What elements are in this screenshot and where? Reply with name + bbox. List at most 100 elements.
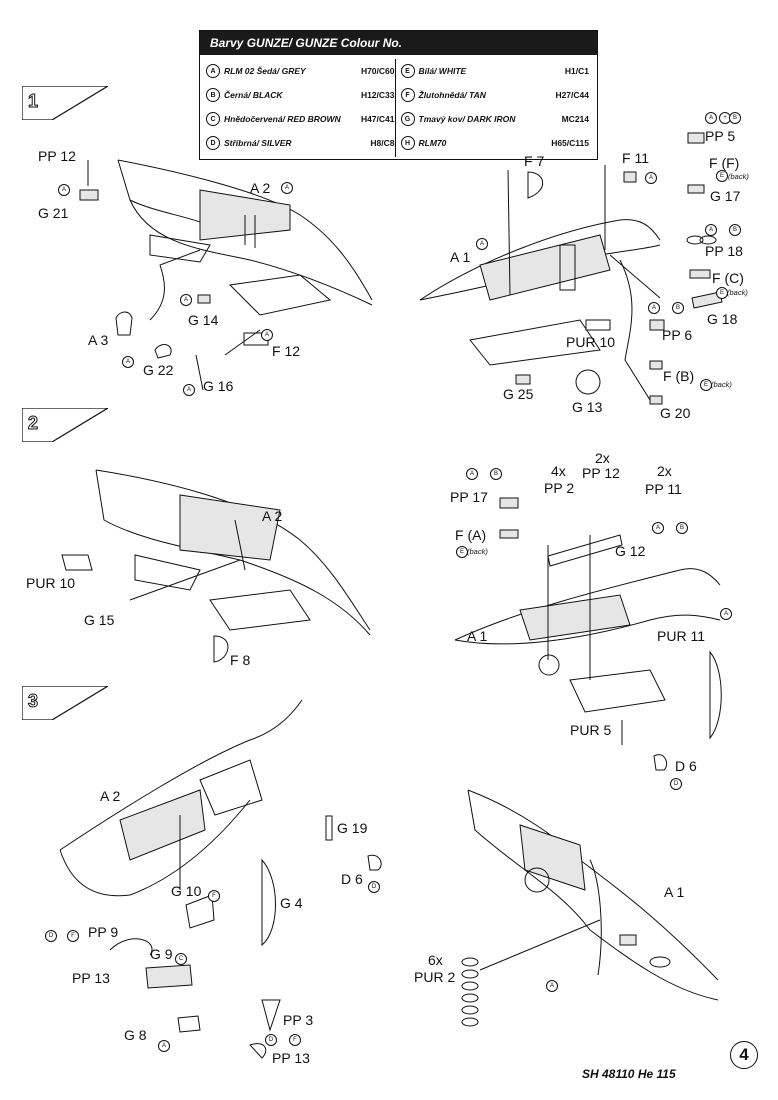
paint-drop-icon: E (456, 546, 468, 558)
paint-drop-icon: B (729, 112, 741, 124)
callout-pur5: PUR 5 (570, 722, 612, 738)
paint-drop-icon: E (716, 287, 728, 299)
paint-drop-icon: C (175, 953, 187, 965)
callout-g13: G 13 (572, 399, 603, 415)
paint-drop-icon: E (700, 379, 712, 391)
callout-g15: G 15 (84, 612, 115, 628)
colour-code: H47/C41 (360, 114, 395, 124)
paint-drop-icon: A (58, 184, 70, 196)
paint-drop-icon: A (466, 468, 478, 480)
paint-drop-icon: D (206, 136, 220, 150)
paint-drop-icon: A (652, 522, 664, 534)
callout-pp3: PP 3 (283, 1012, 314, 1028)
paint-drop-icon: B (206, 88, 220, 102)
callout-back: (back) (727, 288, 748, 297)
colour-code: H65/C115 (551, 138, 589, 148)
colour-code: H70/C60 (360, 66, 395, 76)
callout-g22: G 22 (143, 362, 174, 378)
colour-name: RLM70 (418, 138, 447, 148)
callout-a2: A 2 (262, 508, 283, 524)
paint-drop-icon: A (183, 384, 195, 396)
paint-drop-icon: G (400, 112, 415, 126)
paint-drop-icon: E (400, 64, 415, 78)
callout-f12: F 12 (272, 343, 301, 359)
legend-divider (395, 59, 396, 157)
callout-pur10: PUR 10 (26, 575, 76, 591)
legend-row: C Hnědočervená/ RED BROWN H47/C41 (206, 107, 397, 131)
colour-code: H1/C1 (564, 66, 589, 76)
callout-pp6: PP 6 (662, 327, 693, 343)
colour-name: Tmavý kov/ DARK IRON (418, 114, 516, 124)
fuselage-part-a1-step1 (419, 132, 723, 405)
colour-name: Žlutohnědá/ TAN (418, 90, 486, 100)
callout-a3: A 3 (88, 332, 109, 348)
paint-drop-icon: A (180, 294, 192, 306)
callout-g19: G 19 (337, 820, 368, 836)
paint-drop-icon: A (720, 608, 732, 620)
colour-name: Hnědočervená/ RED BROWN (224, 114, 341, 124)
colour-code: H27/C44 (555, 90, 589, 100)
paint-drop-icon: A (705, 112, 717, 124)
callout-pp13: PP 13 (72, 970, 110, 986)
callout-f7: F 7 (524, 153, 545, 169)
callout-a2: A 2 (100, 788, 121, 804)
callout-2x: 2x (595, 450, 610, 466)
paint-drop-icon: F (67, 930, 79, 942)
paint-drop-icon: A (476, 238, 488, 250)
callout-back: (back) (728, 172, 749, 181)
callout-g16: G 16 (203, 378, 234, 394)
fuselage-part-a2-step1 (79, 159, 373, 391)
callout-pp13: PP 13 (272, 1050, 310, 1066)
paint-drop-icon: A (122, 356, 134, 368)
callout-g9: G 9 (150, 946, 173, 962)
callout-back: (back) (467, 547, 488, 556)
callout-a1: A 1 (450, 249, 471, 265)
step-marker-1: 1 (22, 86, 108, 120)
step-number: 3 (27, 691, 39, 712)
callout-d6: D 6 (341, 871, 363, 887)
paint-drop-icon: A (281, 182, 293, 194)
fuselage-part-a2-step2 (61, 469, 371, 663)
callout-a1: A 1 (664, 884, 685, 900)
kit-code: SH 48110 He 115 (582, 1067, 676, 1081)
colour-name: Stříbrná/ SILVER (224, 138, 292, 148)
callout-pp11: PP 11 (645, 481, 682, 497)
page-number: 4 (730, 1041, 758, 1069)
callout-f8: F 8 (230, 652, 251, 668)
paint-drop-icon: B (672, 302, 684, 314)
callout-g14: G 14 (188, 312, 219, 328)
paint-drop-icon: D (670, 778, 682, 790)
paint-drop-icon: B (729, 224, 741, 236)
callout-fc: F (C) (712, 270, 744, 286)
callout-g12: G 12 (615, 543, 646, 559)
callout-pp12: PP 12 (582, 465, 620, 481)
paint-drop-icon: C (206, 112, 220, 126)
callout-4x: 4x (551, 463, 566, 479)
paint-drop-icon: A (546, 980, 558, 992)
colour-code: H12/C33 (360, 90, 395, 100)
step-marker-3: 3 (22, 686, 108, 720)
callout-g4: G 4 (280, 895, 303, 911)
paint-drop-icon: D (45, 930, 57, 942)
paint-drop-icon: A (206, 64, 220, 78)
callout-pp12: PP 12 (38, 148, 76, 164)
fuselage-part-a1-step2 (454, 497, 722, 771)
paint-drop-icon: F (400, 88, 415, 102)
callout-pur2: PUR 2 (414, 969, 456, 985)
paint-drop-icon: A (645, 172, 657, 184)
step-number: 1 (27, 91, 39, 112)
fuselage-part-a2-step3 (59, 699, 382, 1059)
callout-pur10: PUR 10 (566, 334, 616, 350)
callout-back: (back) (711, 380, 732, 389)
